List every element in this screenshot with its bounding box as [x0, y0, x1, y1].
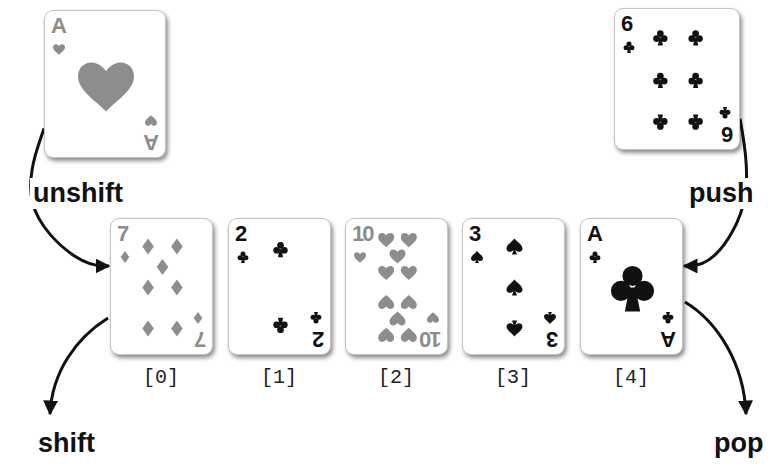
index-label: [4] [613, 366, 649, 389]
card-rank: 3 [546, 328, 558, 350]
playing-card: 22 [228, 218, 331, 355]
card-rank: 6 [621, 13, 633, 35]
pop-arrow [685, 302, 746, 414]
card-rank: A [660, 328, 676, 350]
shift-arrow [50, 318, 108, 414]
card-rank: 10 [352, 223, 372, 245]
card-rank: 7 [194, 328, 206, 350]
playing-card: 33 [462, 218, 565, 355]
card-rank: A [143, 131, 159, 153]
operation-label: push [686, 178, 757, 209]
playing-card: 66 [614, 8, 740, 150]
card-rank: 6 [721, 123, 733, 145]
playing-card: AA [44, 10, 166, 158]
playing-card: 77 [110, 218, 213, 355]
card-rank: A [587, 223, 603, 245]
index-label: [1] [261, 366, 297, 389]
operation-label: shift [38, 428, 95, 459]
operation-label: unshift [30, 178, 126, 209]
index-label: [0] [143, 366, 179, 389]
card-rank: 2 [312, 328, 324, 350]
card-rank: 2 [235, 223, 247, 245]
card-rank: 7 [117, 223, 129, 245]
playing-card: AA [580, 218, 683, 355]
card-rank: 10 [421, 328, 441, 350]
operation-label: pop [714, 428, 763, 459]
playing-card: 10 10 [345, 218, 448, 355]
card-rank: A [51, 15, 67, 37]
index-label: [2] [378, 366, 414, 389]
card-rank: 3 [469, 223, 481, 245]
index-label: [3] [495, 366, 531, 389]
